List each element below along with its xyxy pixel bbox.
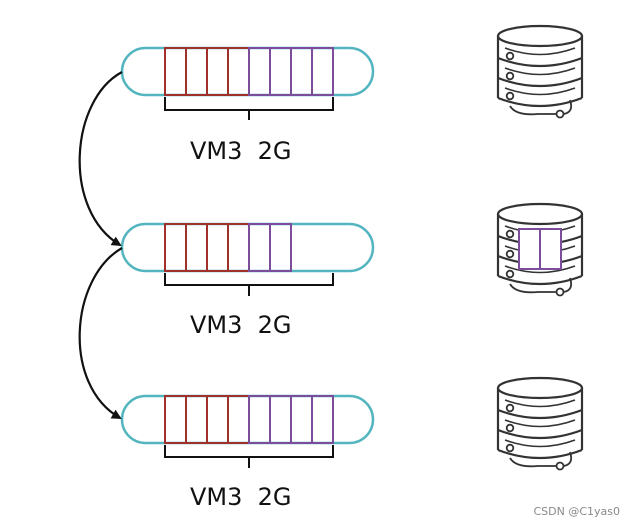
- free-slot: [248, 395, 271, 444]
- used-slot: [206, 223, 229, 272]
- brace: [164, 97, 334, 120]
- vm-label: VM3 2G: [190, 311, 292, 339]
- migrated-slot: [518, 228, 541, 270]
- ring-buffer-3: VM3 2G: [120, 394, 375, 511]
- used-slot: [164, 223, 187, 272]
- used-slot: [206, 395, 229, 444]
- vm-label: VM3 2G: [190, 483, 292, 511]
- database-icon: [496, 24, 584, 119]
- database-icon: [496, 202, 584, 297]
- used-slot: [164, 47, 187, 96]
- used-slot: [164, 395, 187, 444]
- vm-label: VM3 2G: [190, 137, 292, 165]
- buffer-slots: [164, 395, 334, 444]
- brace: [164, 445, 334, 468]
- curved-arrow-icon: [78, 71, 123, 247]
- brace: [164, 273, 334, 296]
- used-slot: [227, 395, 250, 444]
- used-slot: [185, 223, 208, 272]
- free-slot: [269, 395, 292, 444]
- used-slot: [206, 47, 229, 96]
- ring-buffer-2: VM3 2G: [120, 222, 375, 339]
- buffer-slots: [164, 47, 334, 96]
- free-slot: [269, 223, 292, 272]
- watermark: CSDN @C1yas0: [533, 505, 620, 518]
- free-slot: [290, 395, 313, 444]
- used-slot: [227, 223, 250, 272]
- free-slot: [311, 395, 334, 444]
- free-slot: [269, 47, 292, 96]
- free-slot: [248, 47, 271, 96]
- migrated-slot: [539, 228, 562, 270]
- free-slot: [311, 47, 334, 96]
- buffer-slots: [164, 223, 292, 272]
- buffer-outline: [120, 46, 375, 97]
- used-slot: [185, 47, 208, 96]
- curved-arrow-icon: [78, 247, 123, 419]
- ring-buffer-1: VM3 2G: [120, 46, 375, 165]
- used-slot: [185, 395, 208, 444]
- buffer-outline: [120, 222, 375, 273]
- free-slot: [248, 223, 271, 272]
- free-slot: [290, 47, 313, 96]
- database-icon: [496, 376, 584, 471]
- used-slot: [227, 47, 250, 96]
- buffer-outline: [120, 394, 375, 445]
